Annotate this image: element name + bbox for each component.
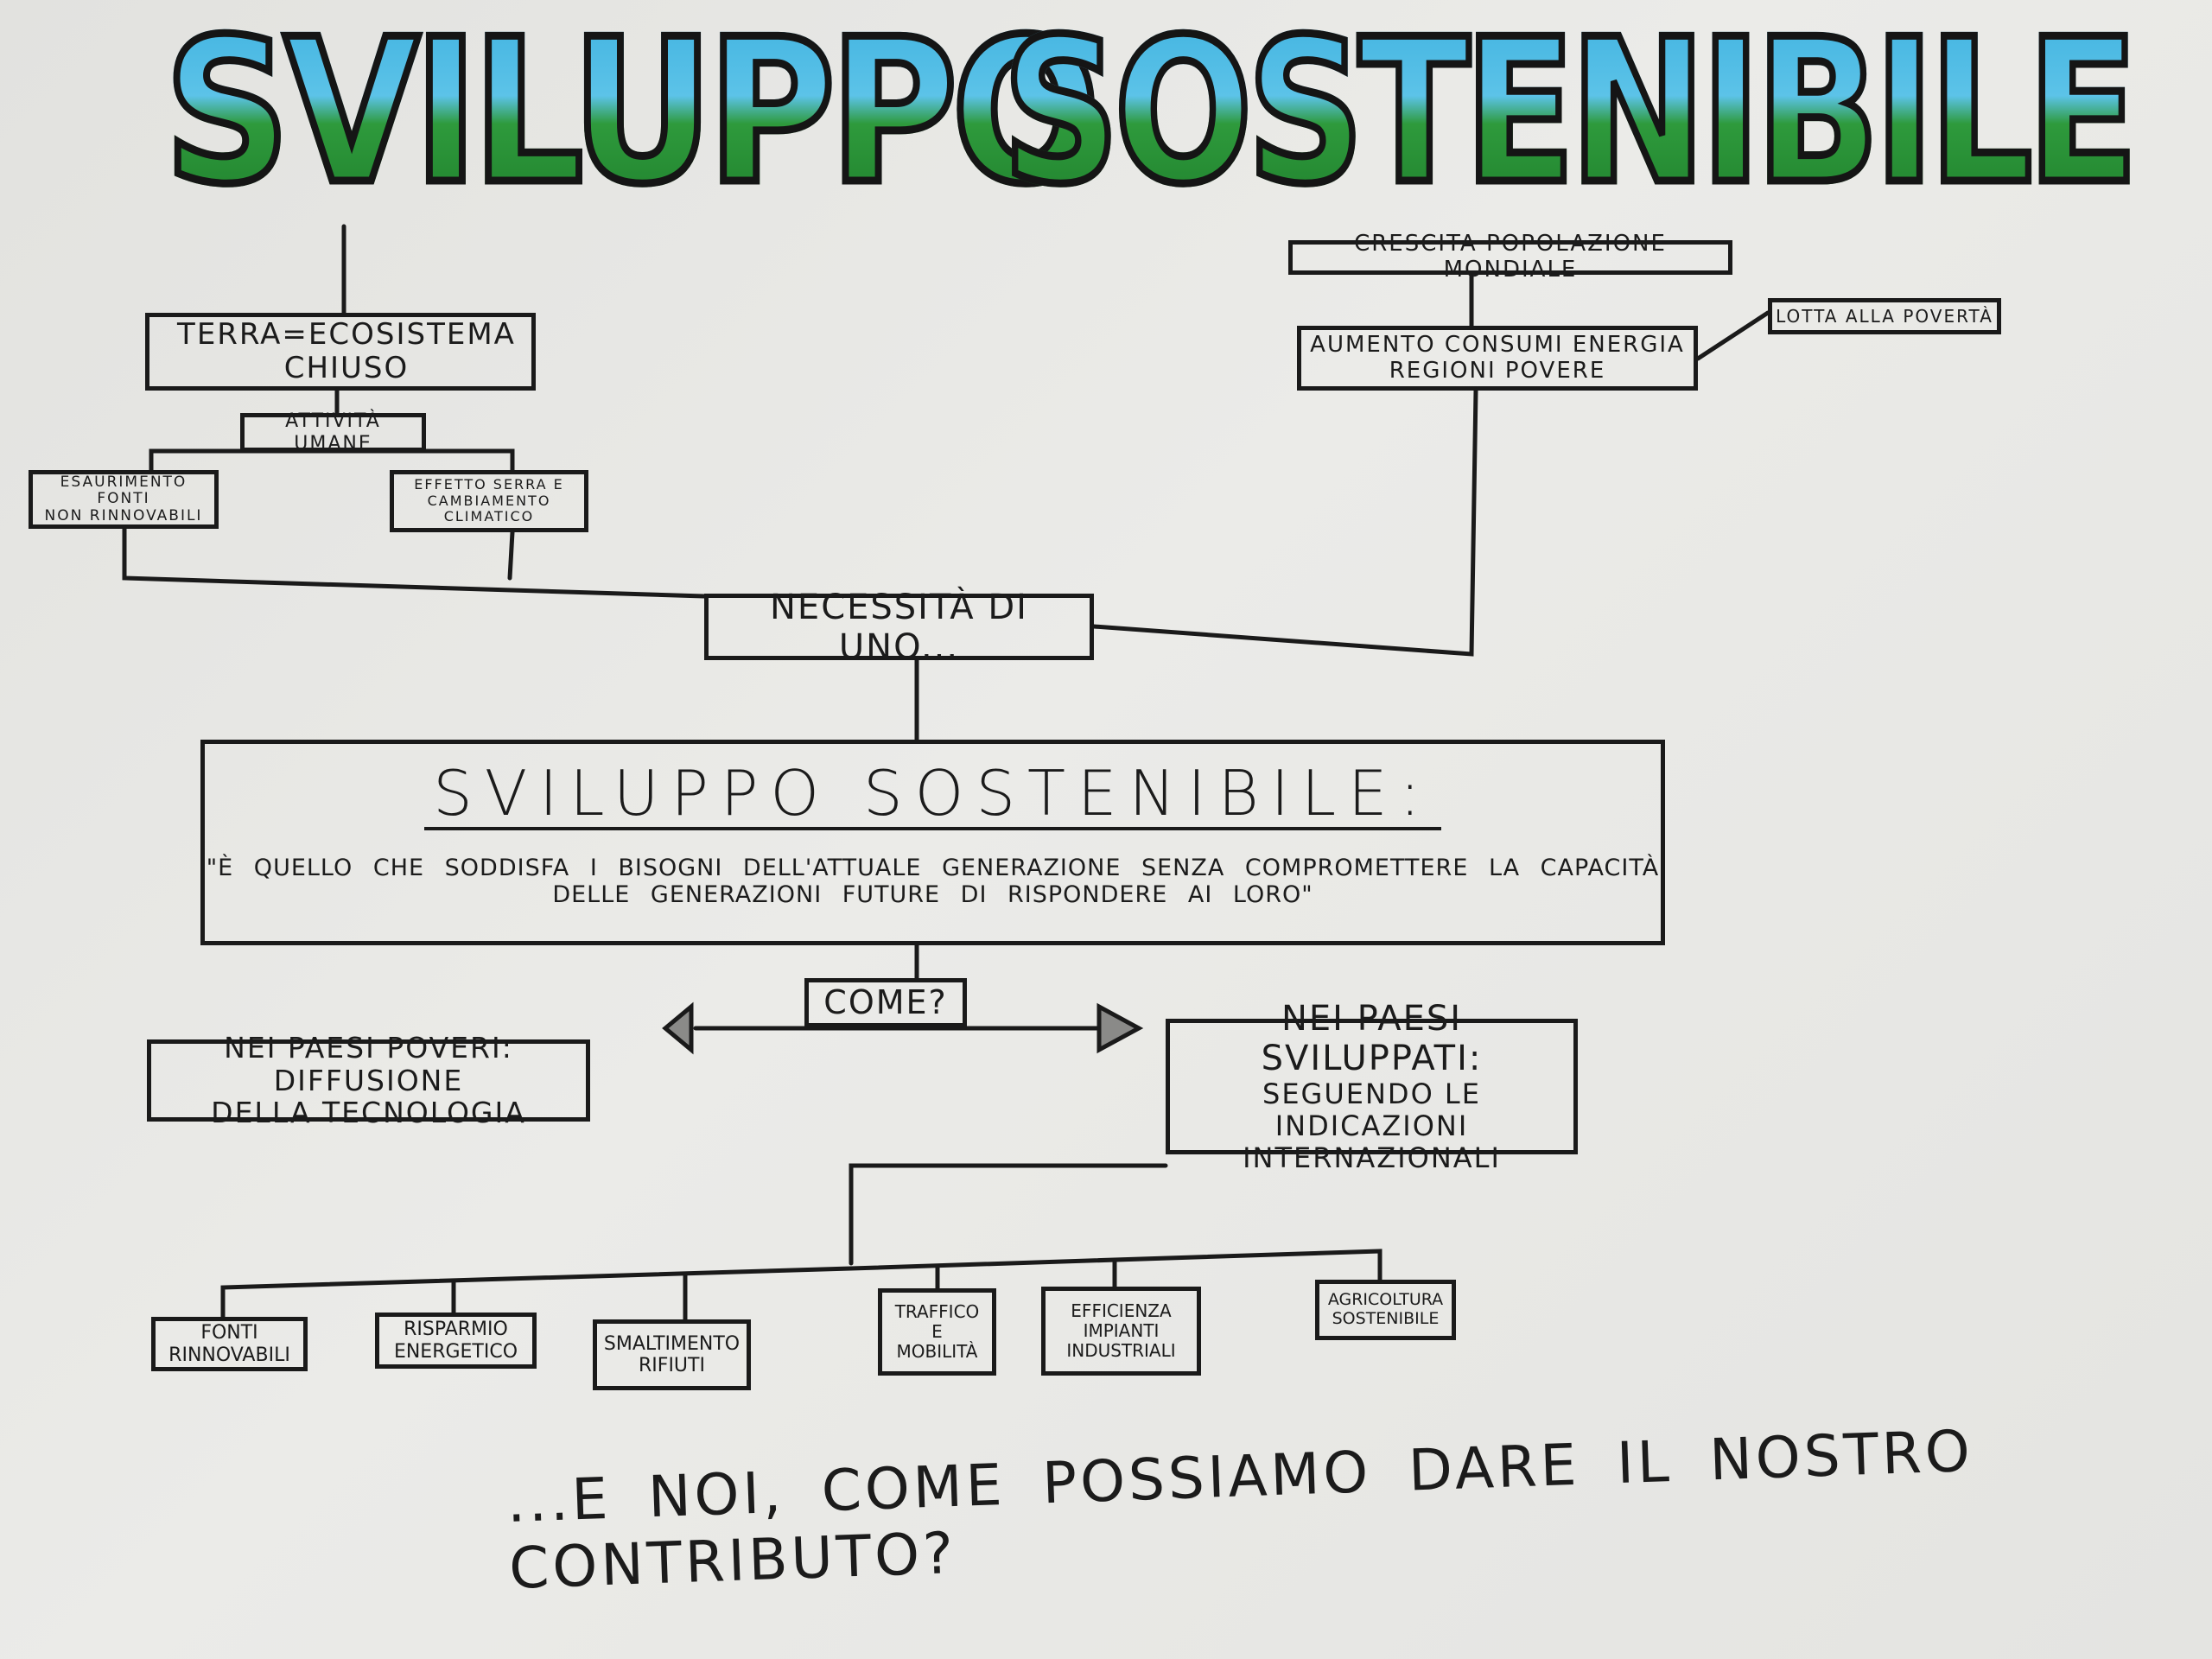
- action-line: MOBILITÀ: [896, 1341, 978, 1362]
- box-definition: SVILUPPO SOSTENIBILE: "È QUELLO CHE SODD…: [200, 740, 1665, 945]
- action-line: RINNOVABILI: [168, 1344, 290, 1366]
- action-line: SMALTIMENTO: [603, 1332, 741, 1355]
- action-efficienza-impianti: EFFICIENZA IMPIANTI INDUSTRIALI: [1041, 1287, 1201, 1376]
- connector-sviluppati-actions: [849, 1163, 1168, 1266]
- connector-esaurimento-necessita: [122, 526, 707, 599]
- paesi-sviluppati-line2: SEGUENDO LE INDICAZIONI: [1262, 1077, 1481, 1143]
- box-necessita: NECESSITÀ DI UNO...: [704, 588, 1094, 667]
- paesi-poveri-line1: NEI PAESI POVERI: DIFFUSIONE: [224, 1030, 513, 1097]
- box-esaurimento: ESAURIMENTO FONTI NON RINNOVABILI: [29, 470, 219, 529]
- aumento-line2: REGIONI POVERE: [1389, 357, 1606, 384]
- esaurimento-line2: NON RINNOVABILI: [44, 506, 203, 524]
- arrow-left-icon: [662, 1001, 694, 1055]
- necessita-text: NECESSITÀ DI UNO...: [770, 587, 1028, 667]
- action-line: TRAFFICO: [894, 1301, 980, 1322]
- title-sviluppo: SVILUPPO: [161, 0, 1103, 228]
- action-line: EFFICIENZA: [1071, 1300, 1172, 1321]
- box-paesi-poveri: NEI PAESI POVERI: DIFFUSIONE DELLA TECNO…: [147, 1031, 590, 1129]
- definition-heading: SVILUPPO SOSTENIBILE:: [424, 760, 1441, 830]
- come-text: COME?: [823, 982, 948, 1021]
- box-paesi-sviluppati: NEI PAESI SVILUPPATI: SEGUENDO LE INDICA…: [1166, 999, 1578, 1173]
- box-attivita-umane: ATTIVITÀ UMANE: [240, 410, 426, 454]
- box-lotta-poverta: LOTTA ALLA POVERTÀ: [1768, 298, 2001, 334]
- effetto-line1: EFFETTO SERRA E: [414, 476, 564, 493]
- aumento-line1: AUMENTO CONSUMI ENERGIA: [1310, 331, 1685, 358]
- box-effetto-serra: EFFETTO SERRA E CAMBIAMENTO CLIMATICO: [390, 470, 588, 532]
- action-traffico-mobilita: TRAFFICO E MOBILITÀ: [878, 1288, 996, 1376]
- action-line: ENERGETICO: [393, 1340, 518, 1363]
- action-agricoltura-sostenibile: AGRICOLTURA SOSTENIBILE: [1315, 1280, 1456, 1340]
- attivita-text: ATTIVITÀ UMANE: [285, 410, 381, 454]
- action-line: SOSTENIBILE: [1332, 1309, 1440, 1328]
- action-line: FONTI: [200, 1322, 258, 1344]
- title-sostenibile: SOSTENIBILE: [999, 0, 2141, 228]
- action-line: RISPARMIO: [404, 1319, 508, 1341]
- lotta-text: LOTTA ALLA POVERTÀ: [1776, 305, 1993, 327]
- paesi-poveri-line2: DELLA TECNOLOGIA: [211, 1096, 526, 1130]
- definition-quote-line1: "È QUELLO CHE SODDISFA I BISOGNI DELL'AT…: [206, 854, 1660, 881]
- box-come: COME?: [804, 978, 967, 1027]
- terra-text: TERRA=ECOSISTEMA CHIUSO: [177, 316, 516, 385]
- action-fonti-rinnovabili: FONTI RINNOVABILI: [151, 1317, 308, 1371]
- action-line: RIFIUTI: [639, 1355, 705, 1376]
- action-line: INDUSTRIALI: [1066, 1340, 1176, 1361]
- box-crescita: CRESCITA POPOLAZIONE MONDIALE: [1288, 231, 1732, 283]
- esaurimento-line1: ESAURIMENTO FONTI: [60, 473, 188, 508]
- arrow-right-icon: [1096, 1002, 1144, 1054]
- effetto-line2: CAMBIAMENTO CLIMATICO: [427, 492, 551, 525]
- box-aumento-consumi: AUMENTO CONSUMI ENERGIA REGIONI POVERE: [1297, 326, 1698, 391]
- paesi-sviluppati-line1: NEI PAESI SVILUPPATI:: [1261, 999, 1483, 1079]
- action-line: IMPIANTI: [1083, 1320, 1160, 1341]
- action-line: AGRICOLTURA: [1327, 1290, 1444, 1310]
- action-line: E: [931, 1321, 943, 1342]
- paesi-sviluppati-line3: INTERNAZIONALI: [1243, 1141, 1501, 1174]
- action-smaltimento-rifiuti: SMALTIMENTO RIFIUTI: [593, 1319, 751, 1390]
- box-terra: TERRA=ECOSISTEMA CHIUSO: [145, 313, 536, 391]
- action-risparmio-energetico: RISPARMIO ENERGETICO: [375, 1313, 537, 1369]
- connector-aumento-lotta: [1695, 310, 1770, 361]
- definition-quote-line2: DELLE GENERAZIONI FUTURE DI RISPONDERE A…: [552, 880, 1313, 908]
- connector-aumento-necessita: [1091, 388, 1478, 657]
- connector-effetto: [507, 530, 515, 581]
- connector-actions-bar: [220, 1249, 1382, 1319]
- crescita-text: CRESCITA POPOLAZIONE MONDIALE: [1354, 231, 1667, 283]
